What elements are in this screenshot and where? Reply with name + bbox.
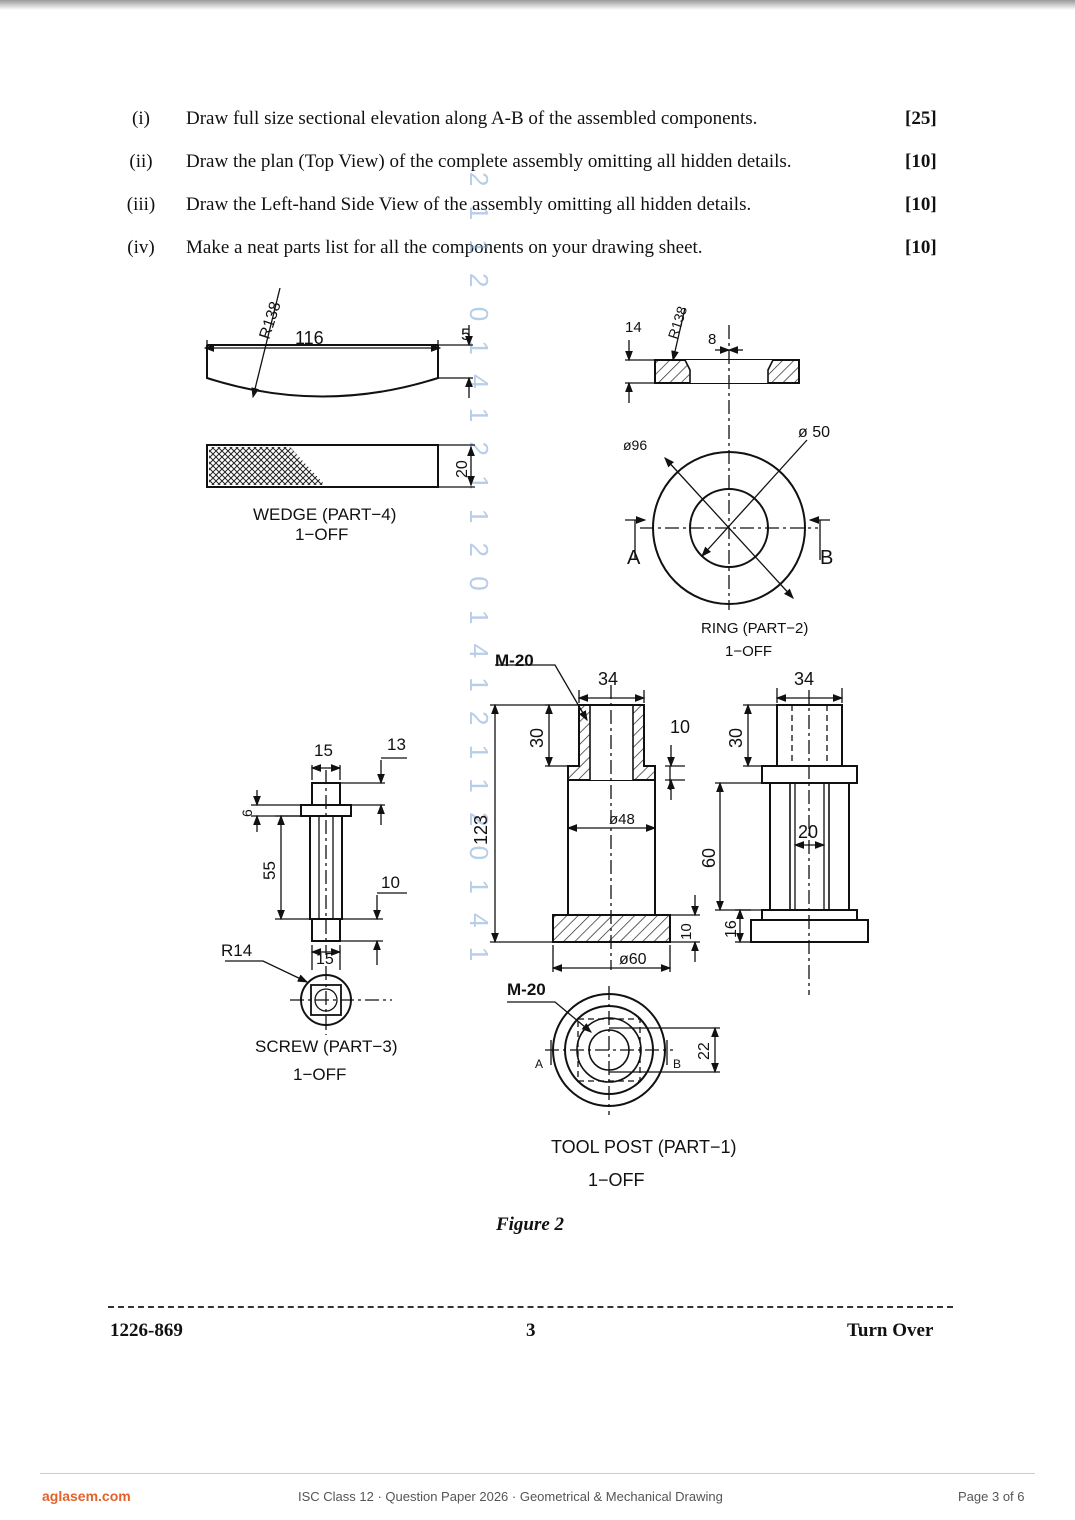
question-text: Draw full size sectional elevation along…	[186, 108, 758, 129]
question-text: Make a neat parts list for all the compo…	[186, 237, 703, 258]
toolpost-plan-thread-label: M-20	[507, 980, 546, 999]
ring-radius-dim: R138	[665, 304, 691, 341]
question-number: (ii)	[129, 151, 153, 172]
toolpost-plan-dim: 22	[696, 1042, 713, 1060]
figure-caption: Figure 2	[495, 1214, 565, 1235]
toolpost-plan-view	[507, 986, 720, 1115]
question-i: (i) Draw full size sectional elevation a…	[0, 108, 1075, 138]
screw-title: SCREW (PART−3)	[255, 1037, 397, 1056]
question-iii: (iii) Draw the Left-hand Side View of th…	[0, 194, 1075, 224]
question-marks: [10]	[905, 237, 937, 258]
toolpost-side-base-dim: 16	[723, 920, 740, 938]
question-number: (iii)	[126, 194, 156, 215]
toolpost-slot-dim: 20	[798, 822, 818, 842]
screw-qty: 1−OFF	[293, 1065, 346, 1084]
wedge-qty: 1−OFF	[295, 525, 348, 544]
site-footer-divider	[40, 1473, 1035, 1474]
ring-outer-dia-dim: ø96	[623, 437, 647, 453]
question-marks: [10]	[905, 151, 937, 172]
ring-depth-dim: 8	[708, 331, 716, 348]
paper-code: 1226-869	[110, 1320, 183, 1341]
toolpost-thread-label: M-20	[495, 651, 534, 670]
toolpost-base-thick-dim: 10	[678, 923, 695, 940]
site-name[interactable]: aglasem.com	[42, 1488, 131, 1504]
screw-head-dia-dim: 15	[314, 741, 333, 760]
screw-tip-dia-dim: 15	[316, 951, 334, 968]
wedge-width-dim: 20	[454, 460, 471, 478]
question-text: Draw the plan (Top View) of the complete…	[186, 151, 792, 172]
footer-divider	[108, 1306, 953, 1308]
wedge-radius-dim: R138	[257, 300, 285, 342]
toolpost-top-width-dim: 34	[598, 669, 618, 689]
toolpost-plan-section-a: A	[535, 1057, 543, 1071]
question-number: (iv)	[127, 237, 155, 258]
question-iv: (iv) Make a neat parts list for all the …	[0, 237, 1075, 267]
ring-thickness-dim: 14	[625, 319, 642, 336]
ring-title: RING (PART−2)	[701, 620, 808, 637]
screw-collar-dim: 6	[239, 809, 255, 817]
toolpost-front-section	[490, 664, 700, 972]
toolpost-plan-section-b: B	[673, 1057, 681, 1071]
toolpost-top-height-dim: 30	[527, 728, 547, 748]
ring-part-2	[625, 307, 830, 610]
wedge-height-dim: 5	[461, 325, 470, 344]
question-ii: (ii) Draw the plan (Top View) of the com…	[0, 151, 1075, 181]
page-number: 3	[526, 1320, 536, 1341]
question-marks: [25]	[905, 108, 937, 129]
site-page-indicator: Page 3 of 6	[958, 1489, 1025, 1504]
toolpost-qty: 1−OFF	[588, 1170, 645, 1190]
ring-section-b: B	[820, 547, 833, 569]
screw-part-3	[225, 757, 407, 1035]
site-meta: ISC Class 12 · Question Paper 2026 · Geo…	[298, 1489, 723, 1504]
question-marks: [10]	[905, 194, 937, 215]
toolpost-title: TOOL POST (PART−1)	[551, 1137, 737, 1157]
scan-top-shadow	[0, 0, 1075, 10]
wedge-part-4	[203, 287, 475, 488]
toolpost-side-view	[715, 688, 869, 995]
watermark-text: 2 1 1 2 0 1 4 1 2 1 1 2 0 1 4 1 2 1 1 2 …	[464, 172, 494, 968]
screw-head-len-dim: 13	[387, 735, 406, 754]
ring-inner-dia-dim: ø 50	[798, 424, 830, 441]
figure-2-drawing: 116 R138 5 20 WEDGE (PART−4) 1−OFF 14 R1…	[203, 287, 869, 1190]
question-number: (i)	[132, 108, 150, 129]
toolpost-step-dim: 10	[670, 717, 690, 737]
toolpost-total-height-dim: 123	[471, 815, 491, 845]
wedge-length-dim: 116	[295, 328, 324, 348]
ring-qty: 1−OFF	[725, 643, 772, 660]
wedge-title: WEDGE (PART−4)	[253, 505, 396, 524]
toolpost-bore-dim: ø48	[609, 811, 635, 828]
toolpost-side-mid-dim: 60	[699, 848, 719, 868]
toolpost-base-dia-dim: ø60	[619, 951, 647, 968]
screw-radius-dim: R14	[221, 941, 252, 960]
question-text: Draw the Left-hand Side View of the asse…	[186, 194, 752, 215]
screw-shank-dim: 55	[260, 861, 279, 880]
toolpost-side-top-dim: 30	[726, 728, 746, 748]
turn-over-label: Turn Over	[847, 1320, 934, 1341]
screw-tip-len-dim: 10	[381, 873, 400, 892]
toolpost-side-width-dim: 34	[794, 669, 814, 689]
ring-section-a: A	[627, 547, 641, 569]
